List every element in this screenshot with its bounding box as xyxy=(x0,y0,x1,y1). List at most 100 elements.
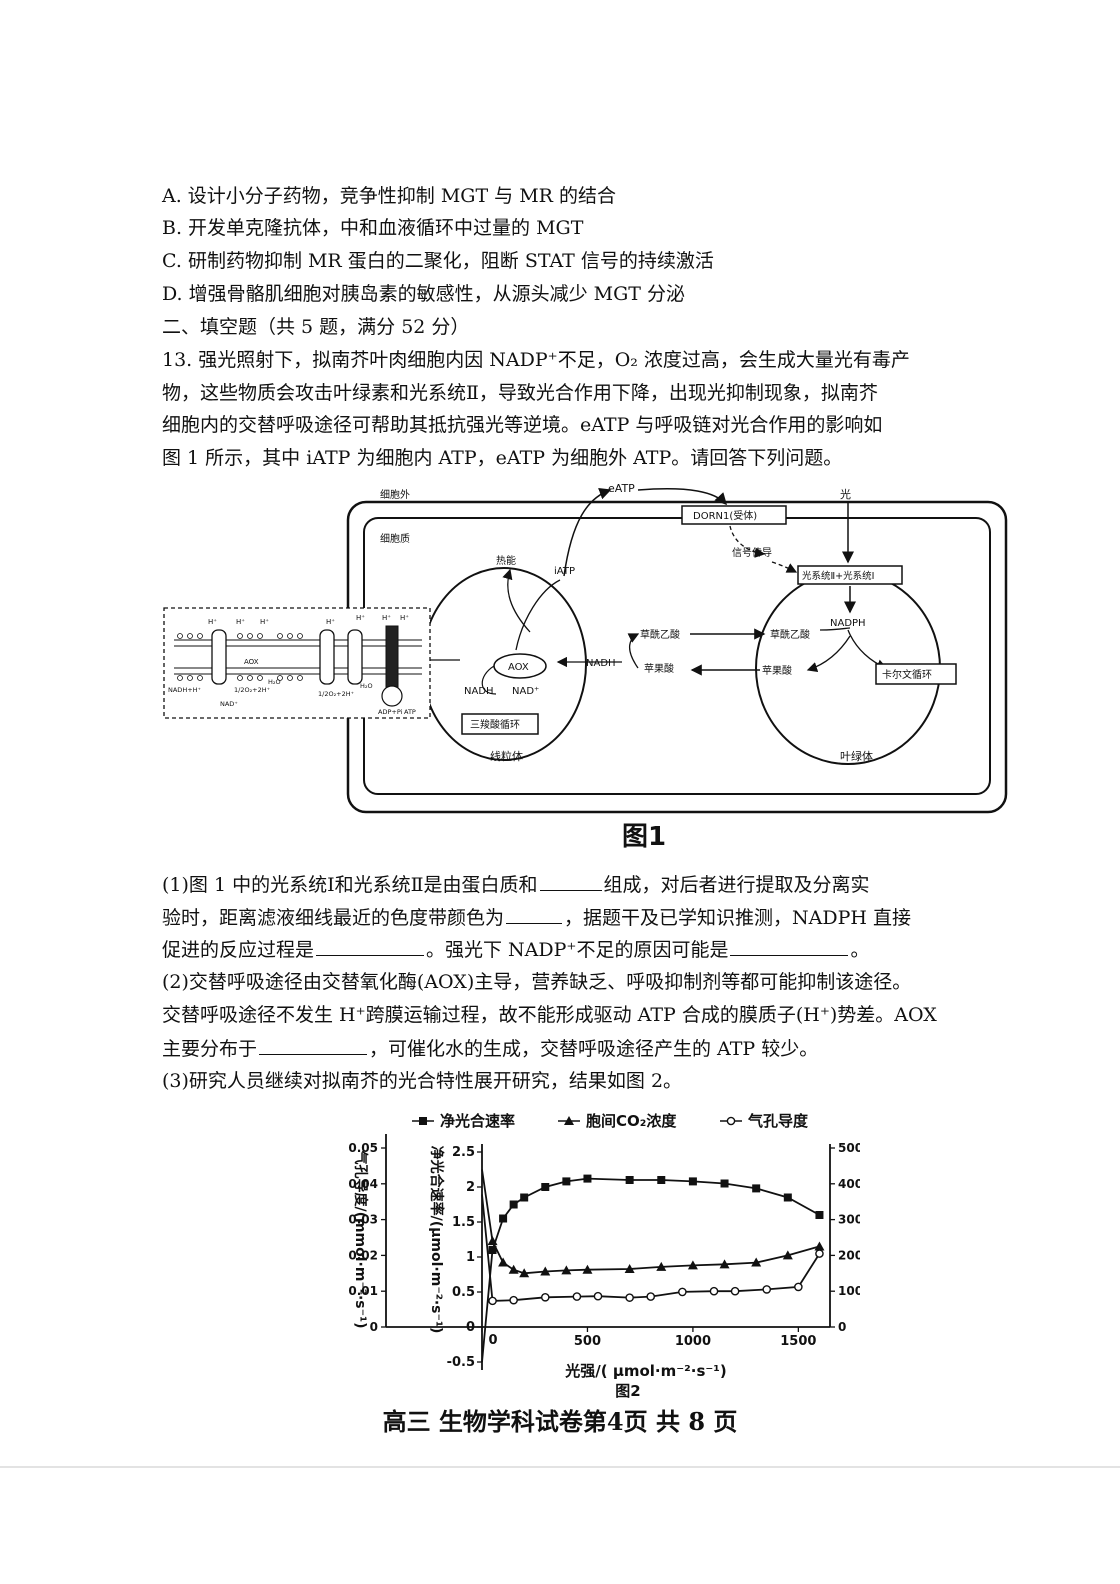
answer-blank-1[interactable] xyxy=(539,872,602,891)
page-bottom-rule xyxy=(0,1466,1120,1468)
inset-o2: 1/2O₂+2H⁺ xyxy=(234,686,270,694)
label-oaa-right: 草酰乙酸 xyxy=(770,628,810,641)
inset-h-3: H⁺ xyxy=(260,618,269,626)
q13-part2-line2: 交替呼吸途径不发生 H⁺跨膜运输过程，故不能形成驱动 ATP 合成的膜质子(H⁺… xyxy=(162,1004,937,1026)
label-heat: 热能 xyxy=(496,554,516,567)
series-3-point-4 xyxy=(572,1292,582,1301)
outer-tick-label-0: 0 xyxy=(370,1320,378,1334)
atp-synthase xyxy=(385,625,399,689)
legend-label-2: 胞间CO₂浓度 xyxy=(585,1112,677,1130)
q13-part3-line1: (3)研究人员继续对拟南芥的光合特性展开研究，结果如图 2。 xyxy=(162,1070,683,1092)
series-2-point-12 xyxy=(751,1257,762,1267)
q13-part2-line3: 主要分布于，可催化水的生成，交替呼吸途径产生的 ATP 较少。 xyxy=(162,1036,819,1060)
option-d: D. 增强骨骼肌细胞对胰岛素的敏感性，从源头减少 MGT 分泌 xyxy=(162,283,686,305)
answer-blank-2[interactable] xyxy=(506,905,563,924)
series-1-point-4 xyxy=(520,1193,529,1202)
series-line-3 xyxy=(481,1194,821,1302)
inset-adp: ADP+Pi xyxy=(378,708,403,716)
series-1-point-7 xyxy=(583,1174,592,1183)
series-1-point-13 xyxy=(783,1193,792,1202)
complex-4 xyxy=(347,629,363,685)
figure2-chart: 净光合速率 胞间CO₂浓度 气孔导度 0 0.01 0.02 0.03 0.04 0.05 -0.… xyxy=(348,1112,860,1400)
inner-tick-label-0: -0.5 xyxy=(447,1355,475,1370)
receptor-box xyxy=(681,505,787,525)
label-calvin: 卡尔文循环 xyxy=(882,668,932,681)
outer-tick-label-3: 0.03 xyxy=(348,1213,378,1227)
right-tick-label-2: 200 xyxy=(838,1248,860,1262)
series-3-point-12 xyxy=(794,1282,803,1292)
series-1-point-11 xyxy=(720,1179,729,1188)
label-malate-left: 苹果酸 xyxy=(644,662,674,675)
inset-o2b: 1/2O₂+2H⁺ xyxy=(318,690,354,698)
label-aox: AOX xyxy=(508,662,529,673)
inset-nad: NAD⁺ xyxy=(220,700,238,708)
q13-part2-line1: (2)交替呼吸途径由交替氧化酶(AOX)主导，营养缺乏、呼吸抑制剂等都可能抑制该… xyxy=(162,971,912,993)
series-3-point-7 xyxy=(646,1292,656,1301)
answer-blank-4[interactable] xyxy=(730,937,849,956)
series-2-point-14 xyxy=(814,1241,825,1251)
series-line-2 xyxy=(481,1169,820,1275)
series-1-point-9 xyxy=(657,1176,666,1184)
label-photosystems: 光系统Ⅱ+光系统Ⅰ xyxy=(802,570,874,582)
series-1-point-2 xyxy=(499,1214,508,1223)
outer-tick-label-4: 0.04 xyxy=(348,1177,378,1191)
label-cytoplasm: 细胞质 xyxy=(380,532,410,545)
series-3-point-8 xyxy=(678,1287,687,1297)
answer-blank-3[interactable] xyxy=(316,937,425,956)
q13-part1-line1: (1)图 1 中的光系统Ⅰ和光系统Ⅱ是由蛋白质和组成，对后者进行提取及分离实 xyxy=(162,872,870,896)
page-footer: 高三 生物学科试卷第4页 共 8 页 xyxy=(382,1407,738,1436)
series-2-point-9 xyxy=(656,1261,667,1271)
right-tick-label-1: 100 xyxy=(838,1284,860,1298)
label-nadph: NADPH xyxy=(830,618,866,629)
series-1-point-5 xyxy=(541,1183,550,1191)
legend-marker-1 xyxy=(419,1117,427,1125)
chart-title: 图2 xyxy=(615,1382,640,1400)
series-3-point-3 xyxy=(540,1292,550,1302)
inner-tick-label-6: 2.5 xyxy=(452,1145,475,1160)
series-2-point-11 xyxy=(719,1259,730,1269)
membrane-heads xyxy=(177,633,303,681)
outer-tick-label-5: 0.05 xyxy=(348,1141,378,1155)
q13-intro-line-4: 图 1 所示，其中 iATP 为细胞内 ATP，eATP 为细胞外 ATP。请回… xyxy=(162,447,843,469)
complex-1 xyxy=(211,629,227,685)
series-2-point-5 xyxy=(540,1266,551,1276)
calvin-box xyxy=(875,663,957,685)
label-signal: 信号传导 xyxy=(732,547,772,559)
series-3-point-11 xyxy=(762,1285,772,1294)
inset-h2ob: H₂O xyxy=(360,682,373,690)
outer-tick-label-1: 0.01 xyxy=(348,1284,378,1298)
inner-tick-label-1: 0 xyxy=(466,1320,475,1335)
legend-label-3: 气孔导度 xyxy=(747,1112,809,1130)
outer-tick-label-2: 0.02 xyxy=(348,1248,378,1262)
label-nadh: NADH xyxy=(464,686,494,697)
label-nad: NAD⁺ xyxy=(512,686,539,697)
legend-label-1: 净光合速率 xyxy=(440,1112,515,1130)
series-1-point-6 xyxy=(562,1177,571,1186)
option-c: C. 研制药物抑制 MR 蛋白的二聚化，阻断 STAT 信号的持续激活 xyxy=(162,250,714,272)
series-1-point-1 xyxy=(488,1246,497,1254)
inset-h-1: H⁺ xyxy=(208,618,217,626)
cell-outer-wall xyxy=(346,500,1008,814)
right-tick-label-3: 300 xyxy=(838,1213,860,1227)
q13-part1-line3: 促进的反应过程是。强光下 NADP⁺不足的原因可能是。 xyxy=(162,937,870,961)
right-tick-label-4: 400 xyxy=(838,1177,860,1191)
q13-intro-line-3: 细胞内的交替呼吸途径可帮助其抵抗强光等逆境。eATP 与呼吸链对光合作用的影响如 xyxy=(162,414,883,436)
answer-blank-5[interactable] xyxy=(259,1036,368,1055)
series-2-point-13 xyxy=(782,1250,793,1260)
series-3-point-1 xyxy=(488,1296,497,1306)
series-1-point-12 xyxy=(752,1184,761,1193)
series-1-point-10 xyxy=(688,1177,697,1186)
series-1-point-14 xyxy=(815,1211,824,1219)
q13-intro-line-1: 13. 强光照射下，拟南芥叶肉细胞内因 NADP⁺不足，O₂ 浓度过高，会生成大… xyxy=(162,349,910,371)
q13-intro-line-2: 物，这些物质会攻击叶绿素和光系统Ⅱ，导致光合作用下降，出现光抑制现象，拟南芥 xyxy=(162,382,878,404)
series-2-point-10 xyxy=(687,1260,698,1270)
series-3-point-10 xyxy=(730,1286,740,1296)
label-receptor: DORN1(受体) xyxy=(693,510,757,522)
inset-h-6: H⁺ xyxy=(382,614,391,622)
section-header: 二、填空题（共 5 题，满分 52 分） xyxy=(162,316,470,338)
tca-box xyxy=(461,713,539,735)
label-outside: 细胞外 xyxy=(380,488,410,501)
inner-tick-label-2: 0.5 xyxy=(452,1285,475,1300)
q13-part1-line2: 验时，距离滤液细线最近的色度带颜色为，据题干及已学知识推测，NADPH 直接 xyxy=(162,905,911,929)
photosystem-box xyxy=(797,565,903,585)
